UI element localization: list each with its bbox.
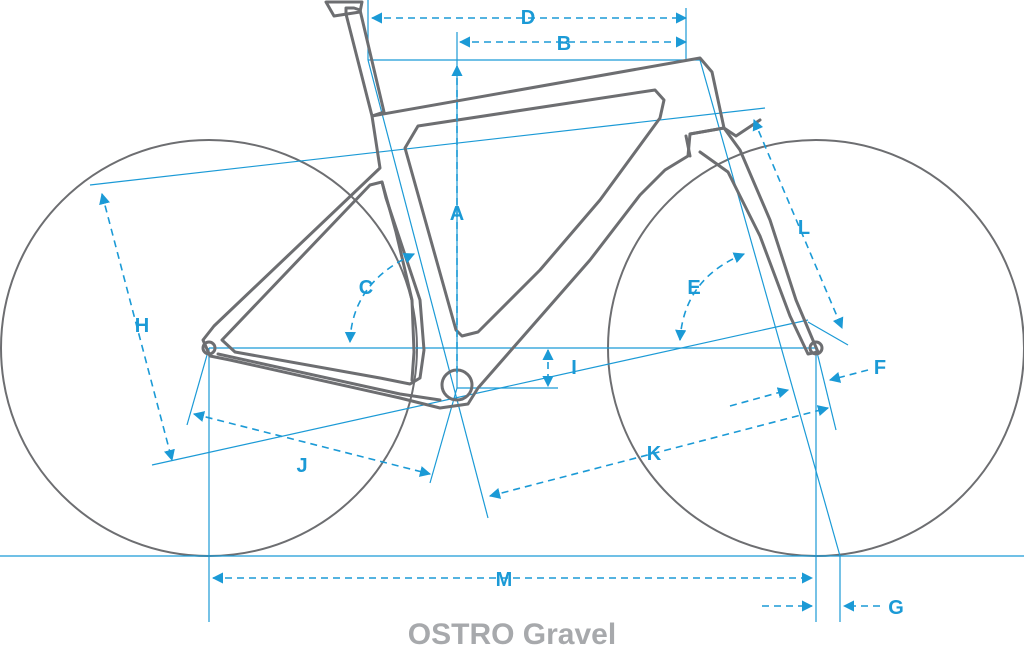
label-G: G [888, 597, 904, 619]
label-L: L [798, 217, 810, 239]
label-B: B [557, 33, 571, 55]
angle-E [675, 252, 746, 342]
label-F: F [874, 357, 886, 379]
label-D: D [521, 7, 535, 29]
label-M: M [496, 569, 513, 591]
dim-L [752, 118, 844, 330]
label-E: E [687, 277, 700, 299]
diagram-title: OSTRO Gravel [407, 618, 617, 651]
label-H: H [135, 315, 149, 337]
dimension-labels: D B A C E F G H I J K L M [135, 7, 904, 619]
bike-frame [201, 0, 824, 410]
dim-H [99, 192, 175, 462]
label-A: A [450, 203, 464, 225]
label-K: K [647, 443, 662, 465]
dim-F [828, 369, 869, 383]
angle-C [344, 253, 416, 344]
label-I: I [571, 357, 577, 379]
label-C: C [359, 277, 373, 299]
label-J: J [296, 455, 307, 477]
dim-J [192, 411, 432, 477]
dim-K [488, 405, 830, 499]
reference-lines [0, 0, 1024, 622]
dim-K-tick [729, 387, 790, 407]
dimension-arrows [99, 12, 880, 612]
